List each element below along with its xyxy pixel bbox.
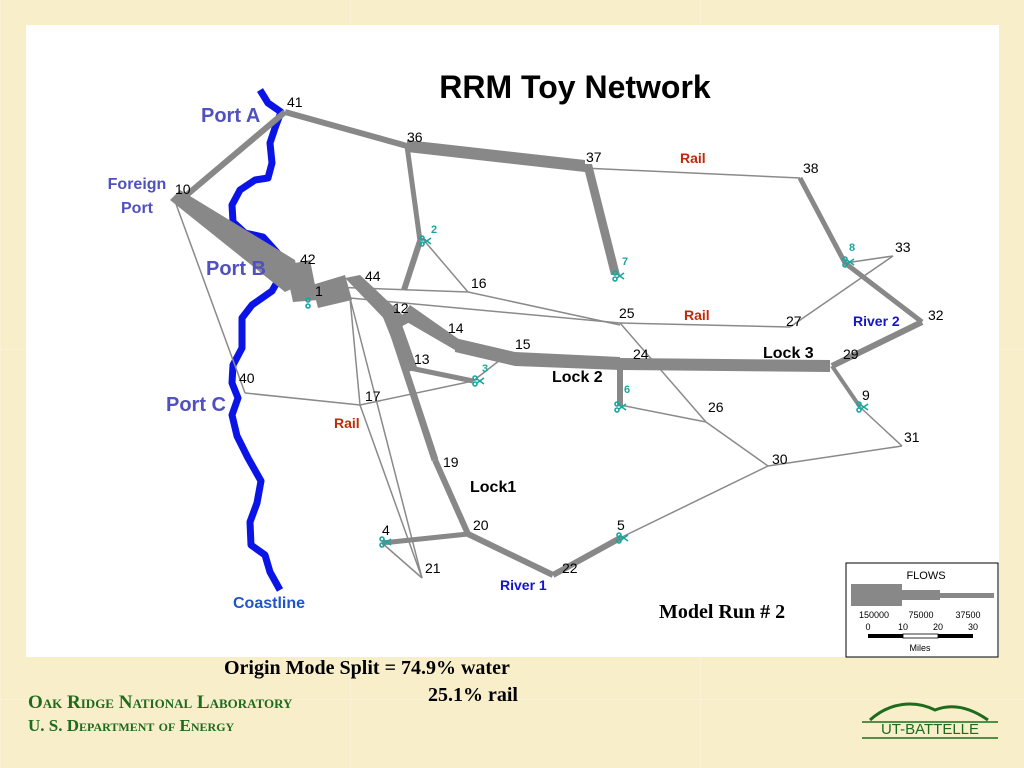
lock-number: 3 [482,363,488,375]
node-label: 14 [448,320,464,336]
node-label: 40 [239,370,255,386]
heavy-links [170,140,830,372]
coastline-river [228,88,287,592]
node-label: 13 [414,351,430,367]
port-c-label: Port C [166,394,226,416]
logo-text: UT-BATTELLE [881,721,979,738]
node-labels: 41 36 37 38 10 42 44 1 12 16 25 27 33 32… [175,94,944,576]
node-label: 44 [365,268,381,284]
node-label: 20 [473,517,489,533]
ut-battelle-logo: UT-BATTELLE [862,702,998,739]
node-label: 24 [633,346,649,362]
node-label: 12 [393,300,409,316]
legend-flow-value: 75000 [908,610,933,620]
lock-marker-2 [419,235,432,247]
lock-marker-6 [614,401,627,413]
node-label: 38 [803,160,819,176]
lock-1-label: Lock1 [470,479,516,496]
foreign-port-label-2: Port [121,200,154,217]
thin-links [175,167,903,579]
lock-number: 8 [849,242,855,254]
lock-marker-9 [856,401,869,413]
node-label: 16 [471,275,487,291]
lock-marker-5 [616,532,629,544]
node-label: 19 [443,454,459,470]
lock-markers [305,235,869,548]
legend-mile-tick: 0 [865,622,870,632]
legend-mile-tick: 30 [968,622,978,632]
river-1-label: River 1 [500,577,547,593]
legend-mile-tick: 10 [898,622,908,632]
rail-label-top: Rail [680,150,706,166]
node-label: 25 [619,305,635,321]
lock-marker-4 [379,536,392,548]
node-label: 26 [708,399,724,415]
node-label: 37 [586,149,602,165]
legend-flow-value: 37500 [955,610,980,620]
lock-marker-8 [842,256,855,268]
river-2-label: River 2 [853,313,900,329]
flow-links [174,109,924,578]
lock-marker-3 [472,375,485,387]
flows-legend: FLOWS 150000 75000 37500 0 10 20 30 Mile… [845,562,999,658]
origin-split-line-2: 25.1% rail [428,684,518,706]
node-label: 30 [772,451,788,467]
node-label: 15 [515,336,531,352]
node-label: 21 [425,560,441,576]
node-label: 41 [287,94,303,110]
legend-miles-label: Miles [909,643,931,653]
node-label: 10 [175,181,191,197]
lock-number: 2 [431,224,437,236]
lock-3-label: Lock 3 [763,345,814,362]
lock-number: 7 [622,256,628,268]
footer-lab-name: Oak Ridge National Laboratory [28,692,293,713]
lock-number: 6 [624,384,630,396]
lock-marker-7 [612,270,625,282]
port-a-label: Port A [201,105,260,127]
legend-title: FLOWS [906,570,945,582]
legend-flow-value: 150000 [859,610,889,620]
node-label: 17 [365,388,381,404]
diagram-title: RRM Toy Network [439,69,711,105]
origin-split-line-1: Origin Mode Split = 74.9% water [224,657,510,679]
model-run-label: Model Run # 2 [659,601,785,623]
legend-mile-tick: 20 [933,622,943,632]
scale-bar-segment [868,634,903,638]
diagram-panel [26,25,999,657]
node-label: 27 [786,313,802,329]
lock-marker-1 [305,297,311,309]
node-label: 4 [382,522,390,538]
node-label: 29 [843,346,859,362]
footer-department: U. S. Department of Energy [28,716,235,735]
port-b-label: Port B [206,258,266,280]
node-label: 31 [904,429,920,445]
lock-2-label: Lock 2 [552,369,603,386]
node-label: 1 [315,283,323,299]
foreign-port-label: Foreign [108,176,167,193]
node-label: 9 [862,387,870,403]
scale-bar-segment [902,633,939,639]
rail-label-mid: Rail [684,307,710,323]
rail-label-left: Rail [334,415,360,431]
node-label: 22 [562,560,578,576]
node-label: 36 [407,129,423,145]
scale-bar-segment [938,634,973,638]
node-label: 42 [300,251,316,267]
node-label: 5 [617,517,625,533]
node-label: 32 [928,307,944,323]
node-label: 33 [895,239,911,255]
coastline-label: Coastline [233,595,305,612]
